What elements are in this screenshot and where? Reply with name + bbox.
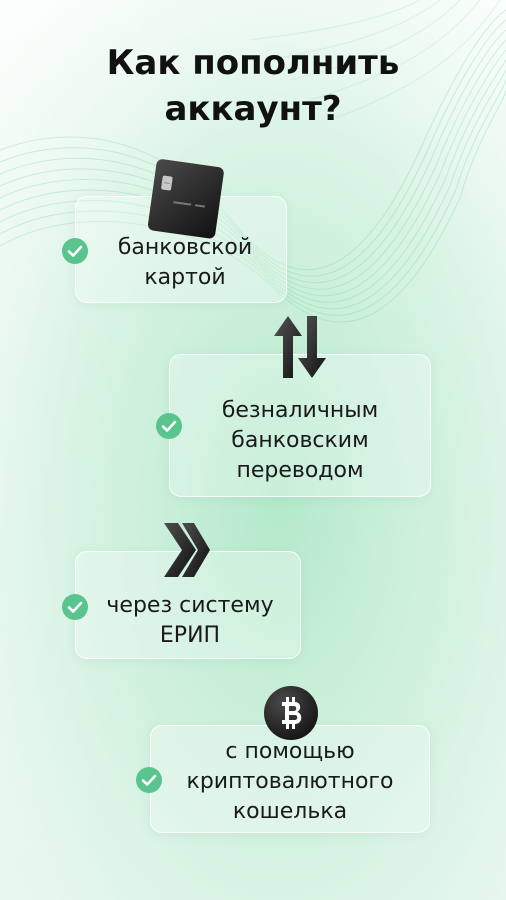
option-label-line: кошелька	[232, 799, 348, 824]
option-label-line: безналичным	[221, 398, 379, 423]
option-label-bank-transfer: безналичным банковским переводом	[190, 396, 410, 486]
option-label-line: через систему	[106, 593, 274, 618]
check-icon	[62, 594, 88, 620]
option-label-line: с помощью	[225, 739, 355, 764]
erip-chevrons-icon	[164, 523, 210, 577]
option-label-line: картой	[144, 265, 226, 290]
option-label-crypto-wallet: с помощью криптовалютного кошелька	[165, 737, 415, 827]
option-card-bank-transfer[interactable]	[169, 354, 431, 497]
option-label-erip: через систему ЕРИП	[90, 591, 290, 651]
option-label-line: переводом	[236, 458, 364, 483]
option-label-line: криптовалютного	[186, 769, 394, 794]
option-label-line: банковским	[231, 428, 369, 453]
title-line-1: Как пополнить	[106, 43, 400, 83]
title-line-2: аккаунт?	[164, 89, 342, 129]
bitcoin-icon	[264, 686, 318, 740]
option-label-line: ЕРИП	[159, 623, 221, 648]
check-icon	[156, 413, 182, 439]
transfer-arrows-icon	[274, 316, 326, 378]
check-icon	[62, 238, 88, 264]
bank-card-icon	[147, 159, 224, 239]
option-label-line: банковской	[117, 235, 253, 260]
page-title: Как пополнить аккаунт?	[0, 40, 506, 132]
option-label-bank-card: банковской картой	[100, 233, 270, 293]
check-icon	[136, 767, 162, 793]
